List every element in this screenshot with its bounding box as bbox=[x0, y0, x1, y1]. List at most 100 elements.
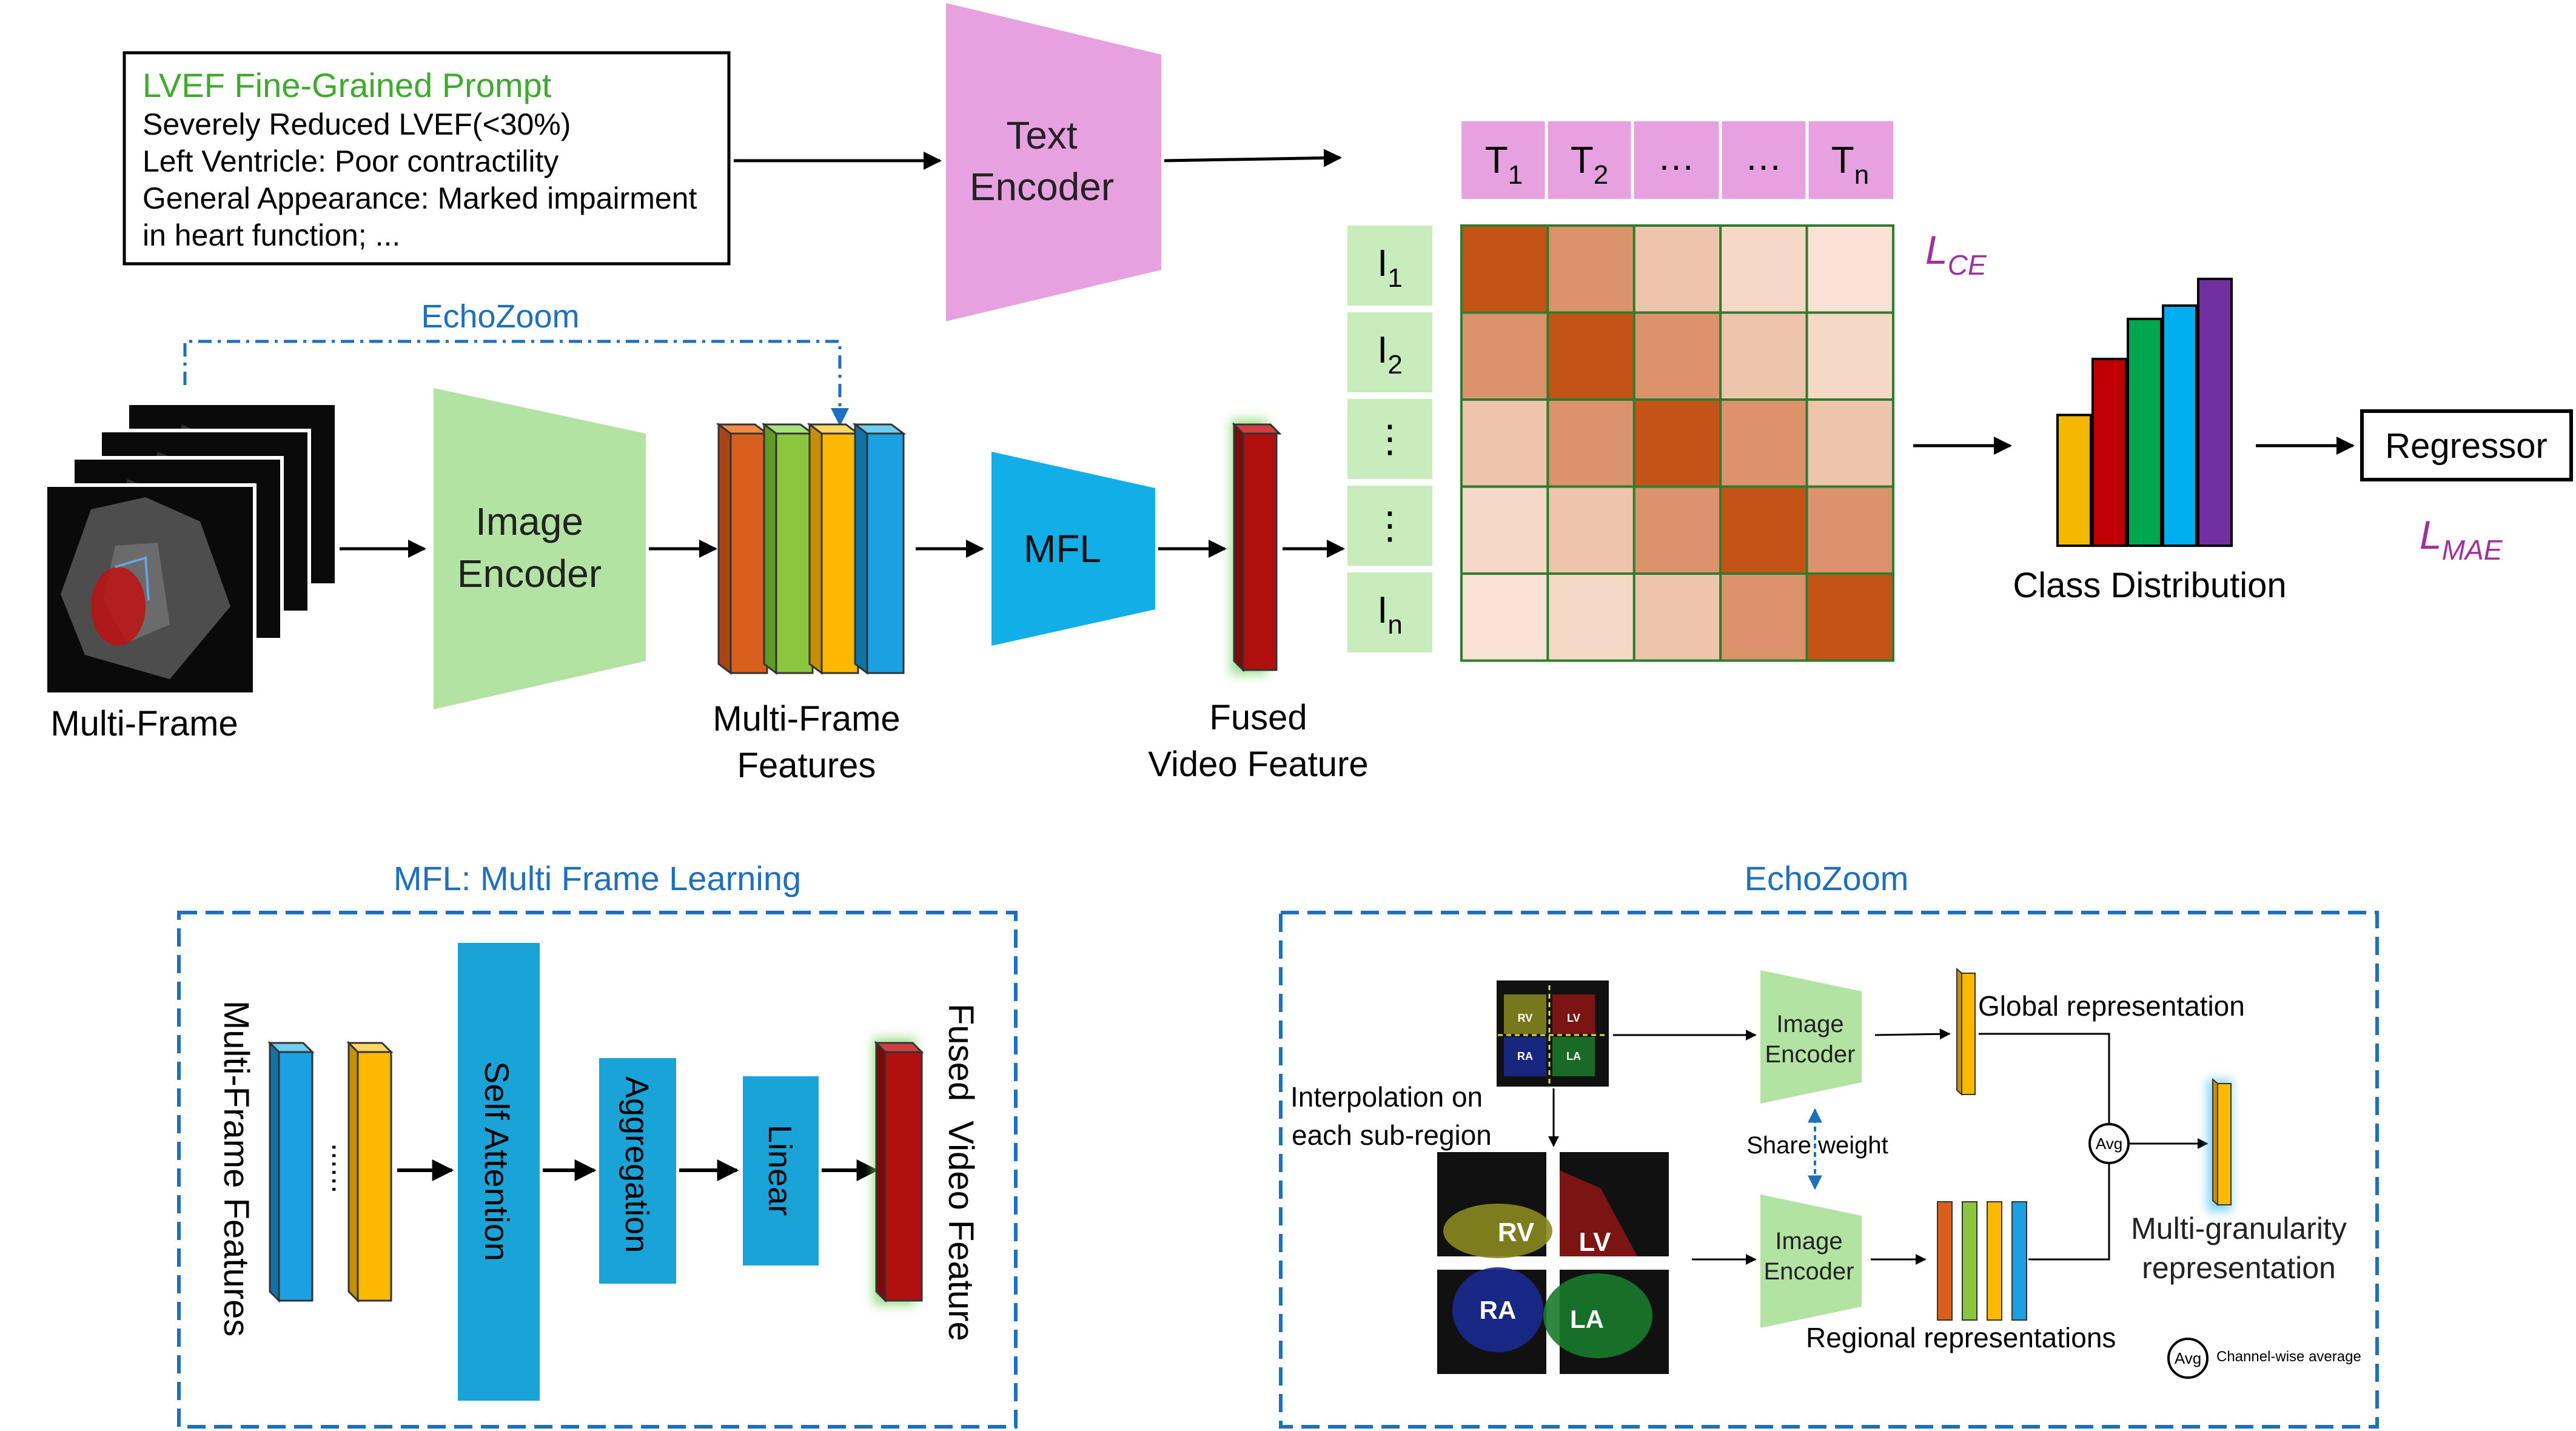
fused-video-feature bbox=[1231, 420, 1282, 674]
arrow-text-encoder-to-tokens bbox=[1164, 149, 1342, 167]
multi-frame-features-label-1: Multi-Frame bbox=[713, 699, 900, 739]
text-token-n: Tn bbox=[1831, 139, 1869, 190]
subregion-rv-image: RV bbox=[1437, 1152, 1552, 1258]
image-token-4: ⋮ bbox=[1371, 505, 1409, 547]
matrix-cell-4-1 bbox=[1460, 485, 1549, 575]
regional-representation-bars bbox=[1937, 1201, 2027, 1321]
matrix-cell-1-5 bbox=[1805, 224, 1895, 314]
text-encoder: Text Encoder bbox=[946, 3, 1161, 321]
avg-node-label: Avg bbox=[2096, 1134, 2122, 1153]
multi-rep-label-2: representation bbox=[2142, 1251, 2336, 1285]
multi-granularity-bar bbox=[2207, 1077, 2232, 1211]
feature-bar-blue bbox=[852, 423, 907, 675]
feature-bar-yellow bbox=[807, 423, 861, 675]
image-token-n: In bbox=[1377, 589, 1403, 640]
matrix-cell-1-1 bbox=[1460, 224, 1549, 314]
matrix-cell-2-1 bbox=[1460, 311, 1549, 401]
mfl-output-label: Fused Video Feature bbox=[941, 1004, 981, 1341]
matrix-cell-2-3 bbox=[1632, 311, 1722, 401]
distribution-bar-4 bbox=[2162, 304, 2198, 547]
prompt-line-2: Left Ventricle: Poor contractility bbox=[143, 144, 558, 178]
text-encoder-label-2: Encoder bbox=[970, 165, 1114, 209]
matrix-cell-3-4 bbox=[1719, 398, 1808, 488]
image-token-3: ⋮ bbox=[1371, 418, 1409, 460]
matrix-cell-2-5 bbox=[1805, 311, 1895, 401]
distribution-bar-3 bbox=[2127, 318, 2162, 547]
interp-label-2: each sub-region bbox=[1292, 1119, 1492, 1151]
mfl-output-bar bbox=[873, 1038, 924, 1305]
sub-ra-label: RA bbox=[1480, 1296, 1517, 1324]
prompt-title: LVEF Fine-Grained Prompt bbox=[143, 66, 552, 104]
global-encoder-label-2: Encoder bbox=[1765, 1041, 1856, 1068]
global-rep-label: Global representation bbox=[1978, 990, 2245, 1022]
mfl-input-label: Multi-Frame Features bbox=[216, 1000, 256, 1336]
sub-lv-label: LV bbox=[1579, 1227, 1612, 1257]
subregion-lv-image: LV bbox=[1560, 1152, 1669, 1257]
self-attention-block: Self Attention bbox=[458, 943, 540, 1401]
arrow-global-encoder-to-rep bbox=[1874, 1028, 1951, 1040]
aggregation-block: Aggregation bbox=[599, 1058, 676, 1284]
mfl-block: MFL bbox=[991, 452, 1155, 646]
fused-label-1: Fused bbox=[1209, 698, 1307, 737]
global-representation-bar bbox=[1956, 967, 1976, 1096]
multi-frame-features bbox=[716, 423, 907, 675]
regional-rep-label: Regional representations bbox=[1806, 1322, 2116, 1353]
feature-bar-orange bbox=[716, 423, 770, 675]
echozoom-link-label: EchoZoom bbox=[421, 298, 579, 335]
image-encoder-label-2: Encoder bbox=[457, 552, 602, 595]
matrix-cell-2-4 bbox=[1719, 311, 1808, 401]
matrix-cell-1-4 bbox=[1719, 224, 1808, 314]
distribution-bar-5 bbox=[2197, 278, 2233, 547]
mfl-panel-border bbox=[177, 911, 1018, 1429]
text-token-3: … bbox=[1657, 136, 1695, 178]
mfl-block-label: MFL bbox=[1024, 527, 1101, 571]
self-attention-label: Self Attention bbox=[478, 1061, 516, 1261]
text-token-2: T2 bbox=[1571, 139, 1608, 190]
prompt-line-1: Severely Reduced LVEF(<30%) bbox=[143, 107, 571, 141]
matrix-cell-4-3 bbox=[1632, 485, 1722, 575]
image-token-2: I2 bbox=[1377, 329, 1403, 380]
feature-bar-green bbox=[761, 423, 816, 675]
matrix-cell-4-2 bbox=[1546, 485, 1635, 575]
global-rv-label: RV bbox=[1518, 1012, 1533, 1024]
image-tokens: I1 I2 ⋮ ⋮ In bbox=[1347, 226, 1432, 652]
matrix-cell-4-5 bbox=[1805, 485, 1895, 575]
matrix-cell-5-2 bbox=[1546, 572, 1635, 662]
global-encoder-label-1: Image bbox=[1776, 1011, 1843, 1037]
matrix-cell-5-5 bbox=[1805, 572, 1895, 662]
image-token-1: I1 bbox=[1377, 243, 1403, 293]
sub-rv-label: RV bbox=[1498, 1218, 1535, 1247]
avg-legend-badge: Avg bbox=[2175, 1349, 2201, 1367]
mfl-panel-title: MFL: Multi Frame Learning bbox=[394, 859, 801, 897]
text-encoder-label-1: Text bbox=[1006, 113, 1078, 157]
echozoom-panel-title: EchoZoom bbox=[1745, 859, 1909, 897]
avg-legend-text: Channel-wise average bbox=[2216, 1349, 2361, 1365]
aggregation-label: Aggregation bbox=[619, 1076, 655, 1253]
regressor-label: Regressor bbox=[2385, 426, 2547, 466]
linear-label: Linear bbox=[762, 1125, 798, 1216]
avg-node: Avg bbox=[2088, 1123, 2130, 1164]
multi-frame-label: Multi-Frame bbox=[50, 704, 238, 743]
subregion-ra-image: RA bbox=[1437, 1267, 1546, 1374]
matrix-cell-2-2 bbox=[1546, 311, 1635, 401]
global-echo-image: RV LV RA LA bbox=[1497, 980, 1609, 1087]
fused-label-2: Video Feature bbox=[1148, 745, 1368, 784]
regressor: Regressor bbox=[2360, 409, 2573, 481]
prompt-box: LVEF Fine-Grained Prompt Severely Reduce… bbox=[122, 51, 731, 266]
echozoom-link: EchoZoom bbox=[183, 298, 849, 426]
text-token-1: T1 bbox=[1485, 139, 1523, 190]
subregion-la-image: LA bbox=[1543, 1270, 1669, 1374]
matrix-cell-5-1 bbox=[1460, 572, 1549, 662]
sub-la-label: LA bbox=[1570, 1305, 1604, 1333]
distribution-bar-1 bbox=[2056, 414, 2092, 548]
prompt-line-4: in heart function; ... bbox=[143, 218, 400, 252]
line-regional-to-avg bbox=[2028, 1158, 2110, 1261]
mfl-input-bar-yellow bbox=[346, 1041, 394, 1303]
linear-block: Linear bbox=[743, 1076, 819, 1265]
multi-rep-label-1: Multi-granularity bbox=[2131, 1211, 2347, 1245]
echozoom-global-encoder: Image Encoder bbox=[1760, 970, 1862, 1104]
loss-ce: LCE bbox=[1925, 227, 1987, 281]
matrix-cell-5-4 bbox=[1719, 572, 1808, 662]
similarity-matrix bbox=[1460, 224, 1895, 662]
